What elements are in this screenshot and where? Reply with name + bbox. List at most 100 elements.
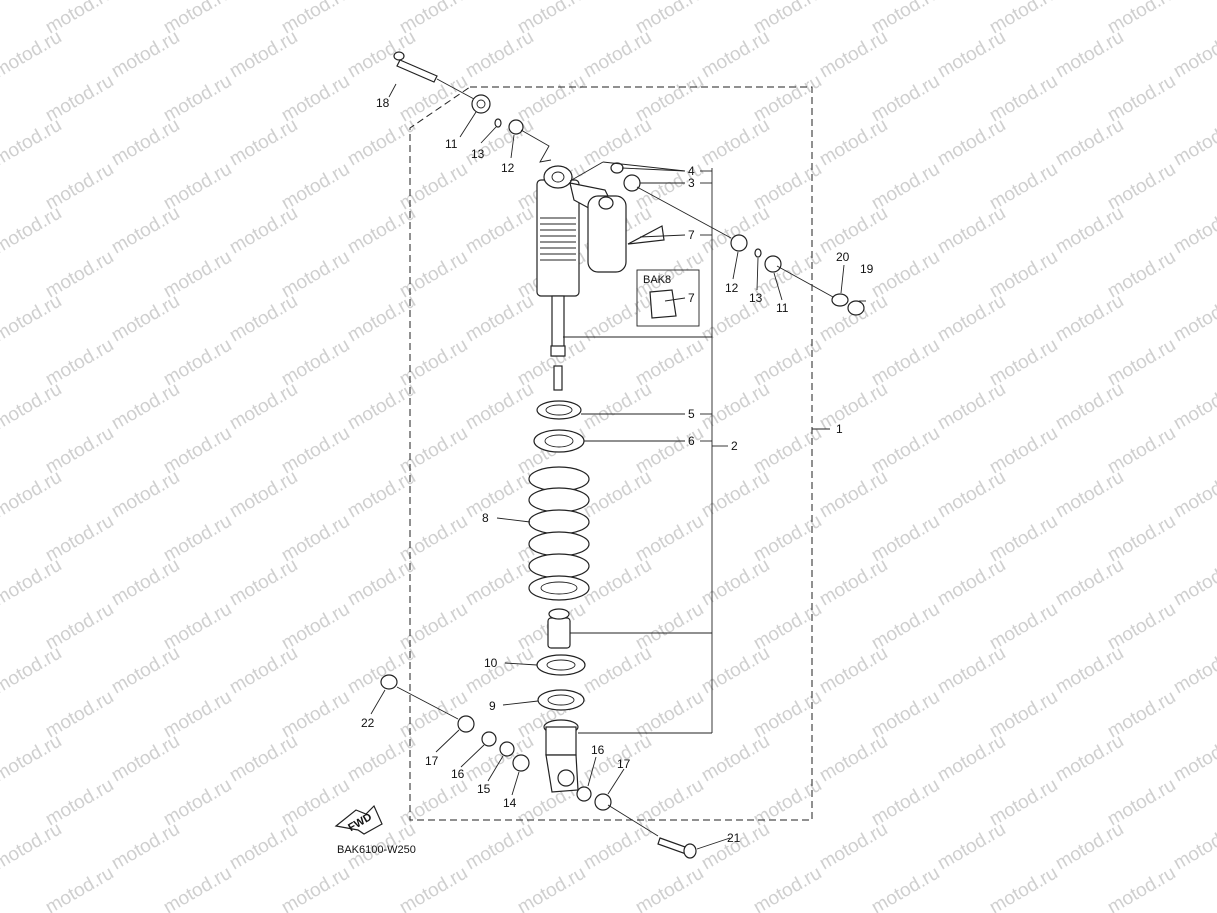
watermark-text: motod.ru: [580, 379, 655, 435]
forward-arrow[interactable]: FWD: [334, 804, 383, 835]
watermark-text: motod.ru: [226, 643, 301, 699]
watermark-text: motod.ru: [344, 379, 419, 435]
watermark-text: motod.ru: [462, 643, 537, 699]
lower-nut: [380, 674, 398, 690]
watermark-text: motod.ru: [816, 115, 891, 171]
upper-collar-left: [471, 94, 491, 114]
callout-22: 22: [361, 716, 375, 730]
bracket-piece: [627, 225, 665, 245]
watermark-text: motod.ru: [580, 555, 655, 611]
watermark-text: motod.ru: [462, 467, 537, 523]
watermark-text: motod.ru: [1170, 731, 1217, 787]
watermark-text: motod.ru: [226, 731, 301, 787]
watermark-text: motod.ru: [344, 115, 419, 171]
watermark-text: motod.ru: [108, 115, 183, 171]
watermark-text: motod.ru: [1052, 115, 1127, 171]
upper-bolt: [393, 51, 438, 83]
watermark-text: motod.ru: [1052, 731, 1127, 787]
watermark-text: motod.ru: [108, 27, 183, 83]
watermark-text: motod.ru: [226, 203, 301, 259]
callout-20: 20: [836, 250, 850, 264]
watermark-text: motod.ru: [0, 731, 65, 787]
watermark-text: motod.ru: [1170, 643, 1217, 699]
watermark-text: motod.ru: [0, 555, 65, 611]
watermark-text: motod.ru: [344, 643, 419, 699]
callout-11-right: 11: [776, 301, 789, 315]
callout-16-right: 16: [591, 743, 605, 757]
watermark-text: motod.ru: [108, 203, 183, 259]
watermark-text: motod.ru: [108, 555, 183, 611]
watermark-text: motod.ru: [462, 291, 537, 347]
washer-left: [508, 119, 524, 135]
lower-clevis: [543, 719, 579, 793]
watermark-text: motod.ru: [1052, 291, 1127, 347]
watermark-text: motod.ru: [108, 819, 183, 875]
watermark-text: motod.ru: [0, 643, 65, 699]
callout-5: 5: [688, 407, 695, 421]
watermark-text: motod.ru: [986, 863, 1061, 913]
watermark-text: motod.ru: [816, 379, 891, 435]
watermark-text: motod.ru: [816, 555, 891, 611]
watermark-text: motod.ru: [1170, 115, 1217, 171]
watermark-text: motod.ru: [1170, 291, 1217, 347]
watermark-text: motod.ru: [934, 115, 1009, 171]
watermark-text: motod.ru: [108, 731, 183, 787]
watermark-text: motod.ru: [226, 27, 301, 83]
watermark-text: motod.ru: [344, 467, 419, 523]
watermark-text: motod.ru: [462, 27, 537, 83]
watermark-text: motod.ru: [816, 467, 891, 523]
watermark-text: motod.ru: [462, 555, 537, 611]
callout-13-right: 13: [749, 291, 763, 305]
watermark-text: motod.ru: [0, 379, 65, 435]
washer-right: [730, 234, 748, 252]
watermark-text: motod.ru: [0, 291, 65, 347]
callout-9: 9: [489, 699, 496, 713]
ring-nut: [536, 400, 582, 420]
spring-guide-upper: [536, 654, 586, 676]
watermark-text: motod.ru: [396, 863, 471, 913]
oring-upper: [610, 162, 624, 174]
watermark-text: motod.ru: [0, 27, 65, 83]
watermark-text: motod.ru: [42, 863, 117, 913]
watermark-text: motod.ru: [1170, 27, 1217, 83]
upper-collar-right: [764, 255, 782, 273]
watermark-text: motod.ru: [816, 643, 891, 699]
coil-spring: [528, 466, 590, 601]
watermark-text: motod.ru: [1052, 379, 1127, 435]
watermark-text: motod.ru: [698, 379, 773, 435]
callout-13-left: 13: [471, 147, 485, 161]
oring-left: [494, 118, 502, 128]
callout-12-right: 12: [725, 281, 739, 295]
watermark-text: motod.ru: [160, 863, 235, 913]
watermark-text: motod.ru: [580, 27, 655, 83]
watermark-text: motod.ru: [344, 731, 419, 787]
callout-6: 6: [688, 434, 695, 448]
watermark-text: motod.ru: [698, 731, 773, 787]
callout-12-left: 12: [501, 161, 515, 175]
watermark-text: motod.ru: [462, 819, 537, 875]
callout-19: 19: [860, 262, 874, 276]
watermark-text: motod.ru: [934, 555, 1009, 611]
lower-bolt: [657, 837, 697, 859]
upper-nut: [847, 300, 865, 316]
watermark-text: motod.ru: [1170, 819, 1217, 875]
watermark-text: motod.ru: [816, 291, 891, 347]
watermark-text: motod.ru: [816, 731, 891, 787]
spring-guide-lower: [537, 689, 585, 711]
assembly-axis-lines: [396, 78, 834, 837]
watermark-text: motod.ru: [698, 819, 773, 875]
watermark-text: motod.ru: [1170, 555, 1217, 611]
diagram-code: BAK6100-W250: [337, 844, 416, 856]
watermark-text: motod.ru: [0, 203, 65, 259]
watermark-text: motod.ru: [1052, 643, 1127, 699]
watermark-text: motod.ru: [934, 467, 1009, 523]
bump-stop: [547, 608, 571, 649]
watermark-text: motod.ru: [1170, 379, 1217, 435]
callout-7-inset: 7: [688, 291, 695, 305]
watermark-text: motod.ru: [226, 379, 301, 435]
watermark-text: motod.ru: [1104, 863, 1179, 913]
callout-4: 4: [688, 164, 695, 178]
assembly-boundary: [409, 86, 813, 821]
